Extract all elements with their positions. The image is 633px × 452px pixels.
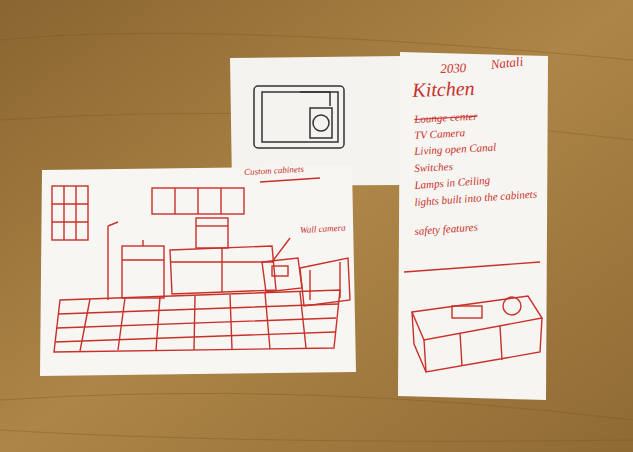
right-sheet xyxy=(398,52,548,400)
wood-grain xyxy=(0,33,633,441)
left-sheet xyxy=(40,166,356,376)
counter-sketch xyxy=(404,262,542,372)
kitchen-sketch xyxy=(52,178,350,352)
year-note: 2030 xyxy=(440,60,490,75)
plan-sketch xyxy=(254,86,344,148)
sheet-heading: Kitchen xyxy=(412,76,533,101)
